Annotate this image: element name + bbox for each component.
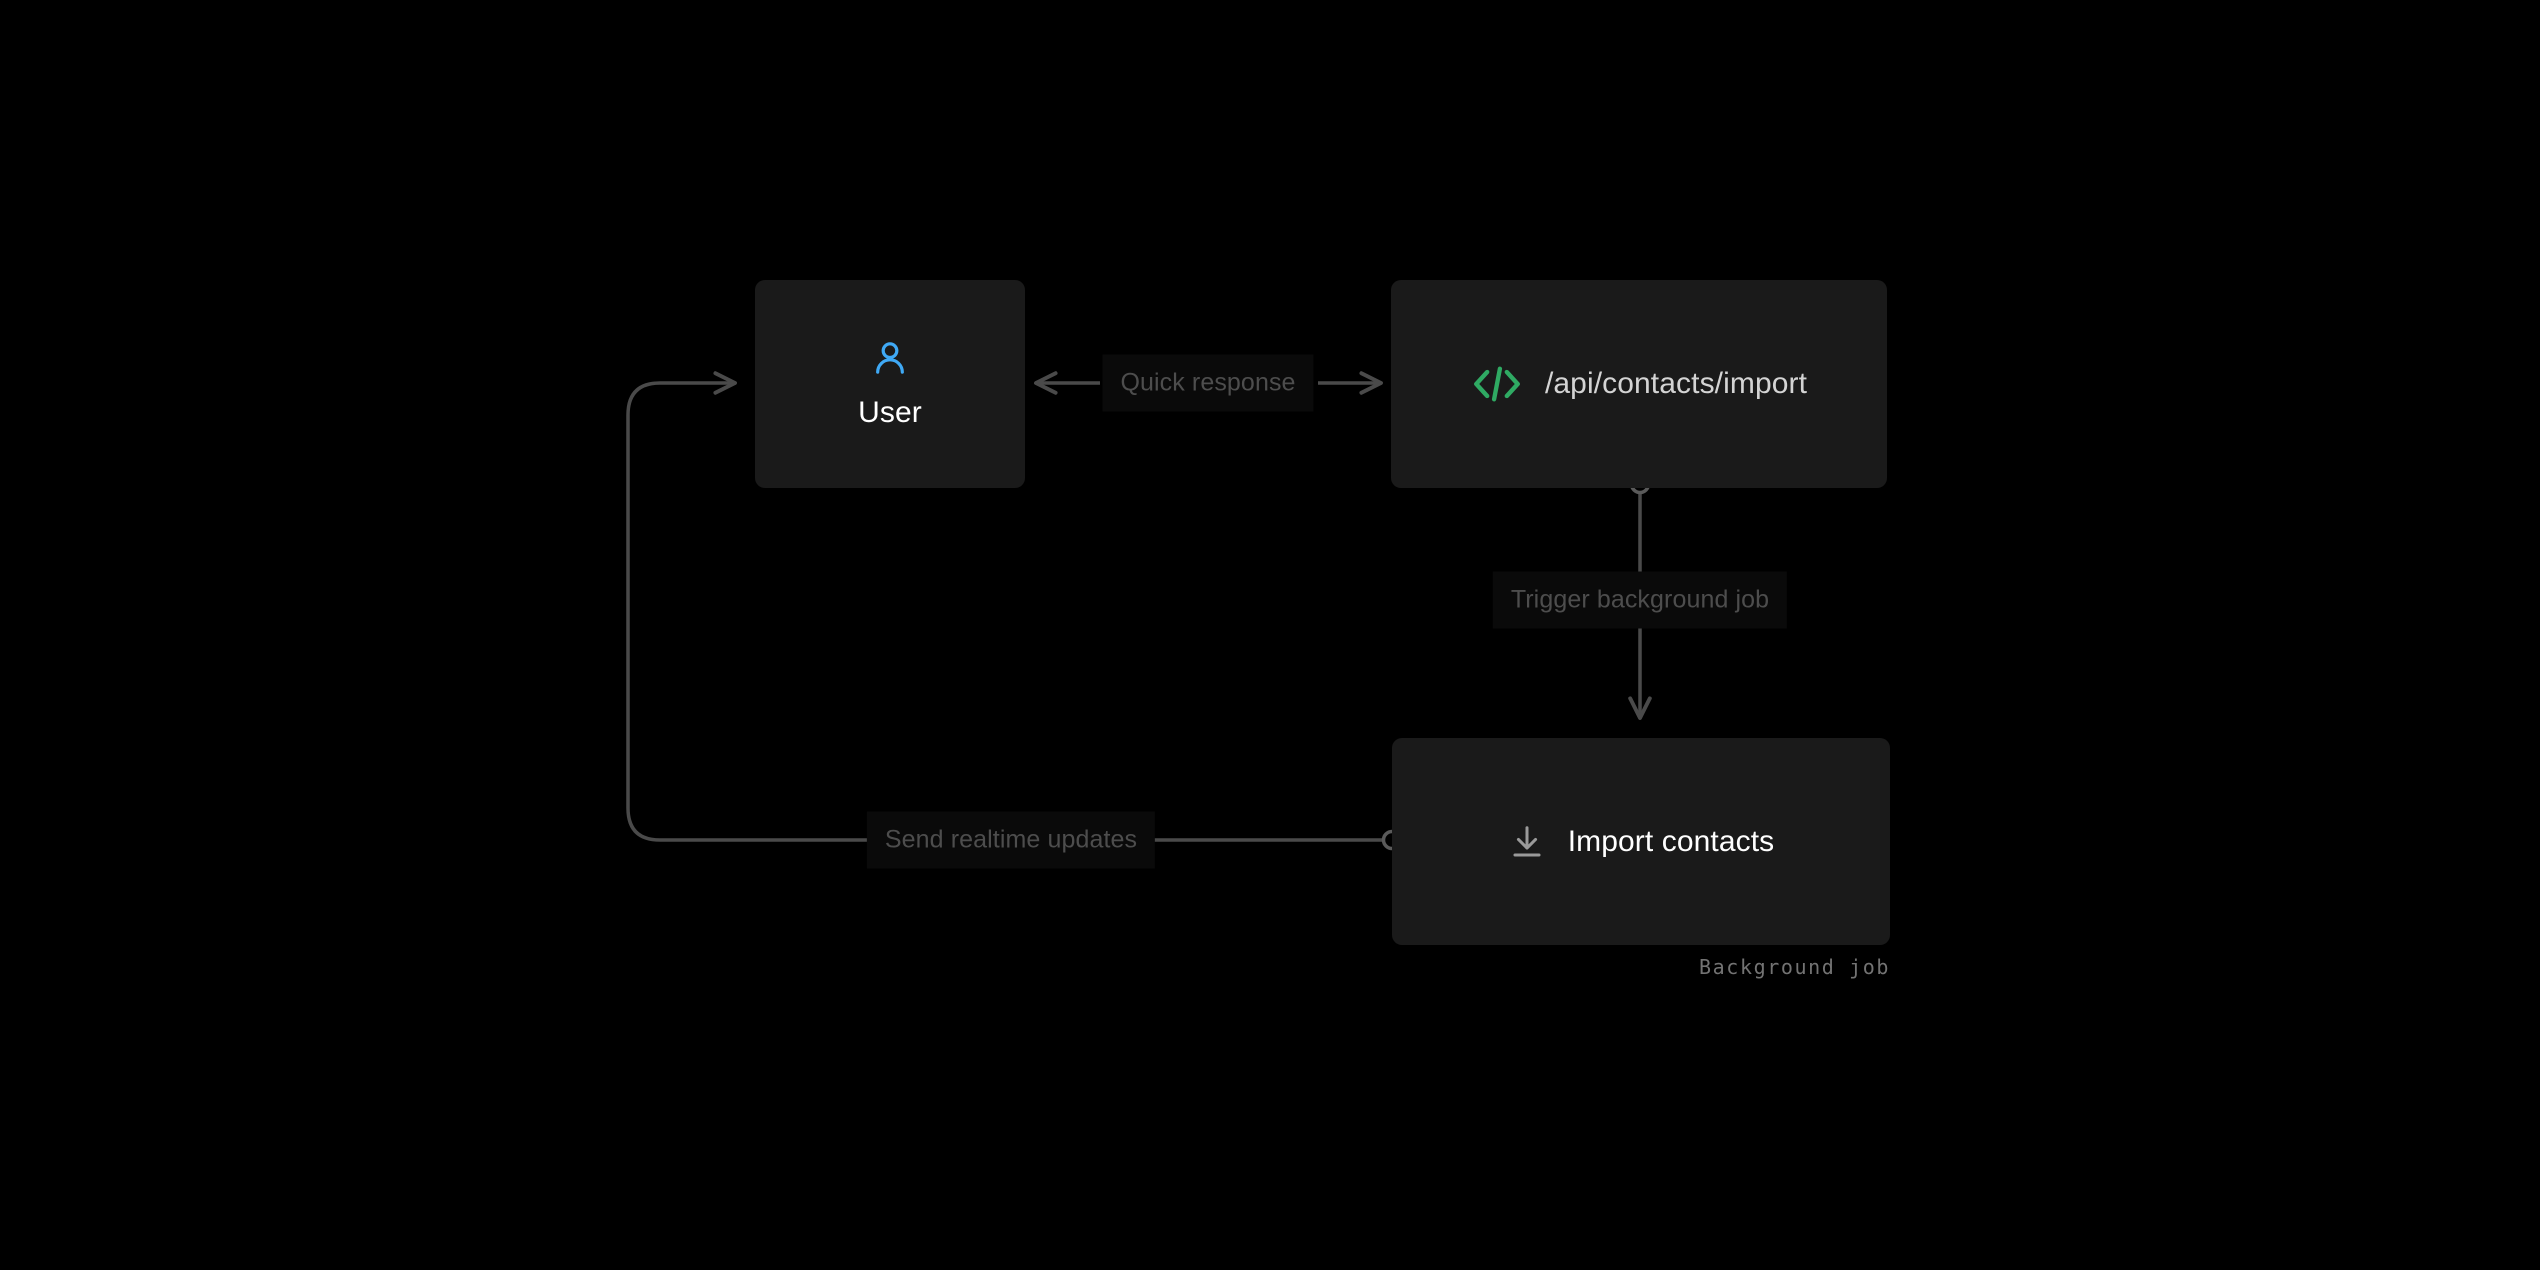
node-api-endpoint-label: /api/contacts/import (1544, 367, 1808, 400)
code-brackets-icon (1471, 364, 1523, 404)
node-user[interactable]: User (755, 280, 1025, 488)
node-import-contacts-caption: Background job (1699, 955, 1890, 979)
node-import-contacts[interactable]: Import contacts (1392, 738, 1890, 945)
download-import-icon (1508, 823, 1546, 861)
edge-label-trigger-background-job: Trigger background job (1492, 571, 1788, 629)
edge-label-quick-response: Quick response (1102, 354, 1314, 412)
node-import-contacts-label: Import contacts (1567, 824, 1775, 858)
user-icon (870, 338, 910, 378)
node-user-label: User (858, 396, 922, 429)
node-api-endpoint[interactable]: /api/contacts/import (1391, 280, 1887, 488)
edge-label-send-realtime-updates: Send realtime updates (866, 811, 1156, 869)
